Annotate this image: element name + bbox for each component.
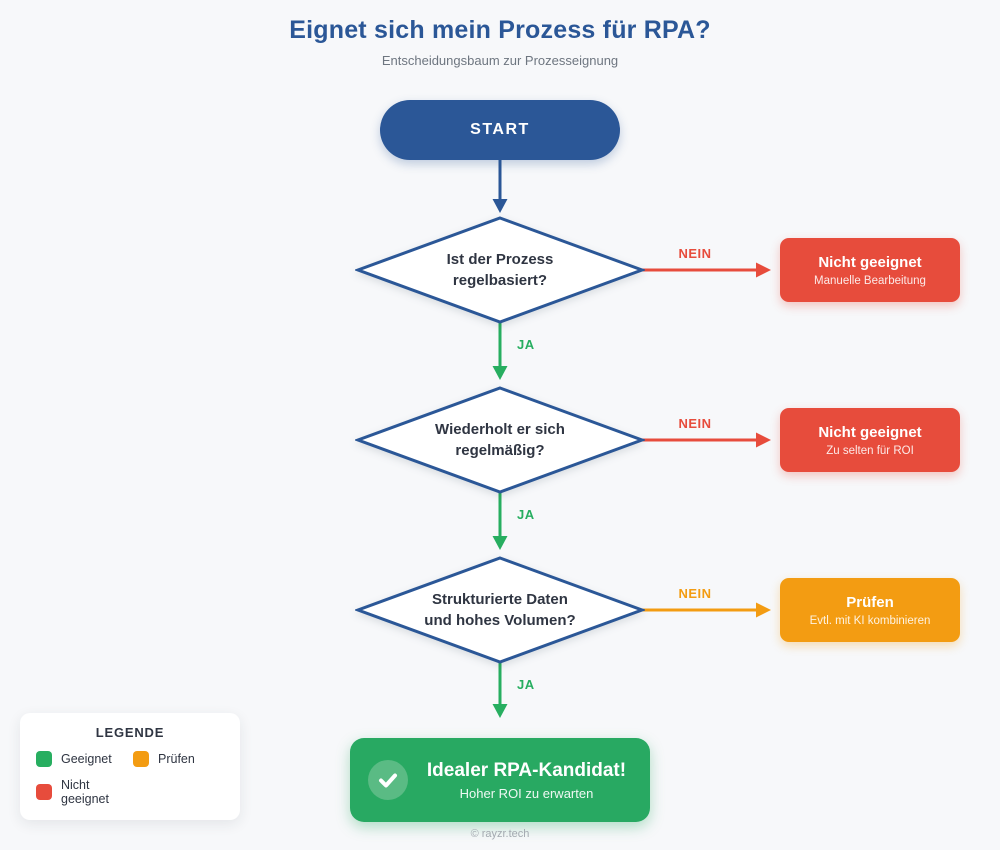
red-swatch-icon — [36, 784, 52, 800]
result-title: Idealer RPA-Kandidat! — [426, 759, 627, 781]
legend-label: Nicht geeignet — [61, 778, 109, 806]
start-label: START — [470, 121, 530, 138]
outcome-title: Nicht geeignet — [818, 423, 922, 441]
green-swatch-icon — [36, 751, 52, 767]
legend-item-nicht-geeignet: Nicht geeignet — [36, 778, 133, 806]
decision-1-diamond: Ist der Prozess regelbasiert? — [353, 215, 647, 325]
decision-1-outcome-box: Nicht geeignet Manuelle Bearbeitung — [780, 238, 960, 302]
decision-1-no-label: NEIN — [678, 246, 712, 261]
decision-1-yes-label: JA — [517, 337, 535, 352]
outcome-subtitle: Evtl. mit KI kombinieren — [809, 614, 931, 627]
decision-3-yes-label: JA — [517, 677, 535, 692]
legend-item-geeignet: Geeignet — [36, 751, 133, 767]
decision-2-no-label: NEIN — [678, 416, 712, 431]
orange-swatch-icon — [133, 751, 149, 767]
page-title: Eignet sich mein Prozess für RPA? — [289, 16, 711, 44]
decision-2-yes-label: JA — [517, 507, 535, 522]
footer-credit: © rayzr.tech — [470, 828, 530, 840]
check-icon — [368, 760, 408, 800]
result-text: Idealer RPA-Kandidat! Hoher ROI zu erwar… — [421, 760, 632, 801]
decision-3-question: Strukturierte Daten und hohes Volumen? — [424, 591, 576, 629]
legend-label: Geeignet — [61, 752, 112, 766]
decision-3-no-label: NEIN — [678, 586, 712, 601]
header: Eignet sich mein Prozess für RPA? Entsch… — [0, 0, 1000, 68]
decision-3-diamond: Strukturierte Daten und hohes Volumen? — [353, 555, 647, 665]
decision-2-diamond: Wiederholt er sich regelmäßig? — [353, 385, 647, 495]
outcome-subtitle: Zu selten für ROI — [826, 444, 914, 457]
outcome-title: Prüfen — [846, 593, 894, 611]
legend-label: Prüfen — [158, 752, 195, 766]
legend-item-pruefen: Prüfen — [133, 751, 224, 767]
result-box: Idealer RPA-Kandidat! Hoher ROI zu erwar… — [350, 738, 650, 822]
decision-3-outcome-box: Prüfen Evtl. mit KI kombinieren — [780, 578, 960, 642]
start-node: START — [380, 100, 620, 160]
result-subtitle: Hoher ROI zu erwarten — [459, 785, 594, 801]
decision-1-question: Ist der Prozess regelbasiert? — [446, 251, 554, 289]
outcome-title: Nicht geeignet — [818, 253, 922, 271]
outcome-subtitle: Manuelle Bearbeitung — [814, 274, 926, 287]
legend-title: LEGENDE — [95, 725, 165, 740]
decision-2-outcome-box: Nicht geeignet Zu selten für ROI — [780, 408, 960, 472]
legend-grid: Geeignet Prüfen Nicht geeignet — [36, 751, 224, 806]
page-subtitle: Entscheidungsbaum zur Prozesseignung — [381, 53, 619, 68]
decision-2-question: Wiederholt er sich regelmäßig? — [435, 421, 565, 459]
legend-card: LEGENDE Geeignet Prüfen Nicht geeignet — [20, 713, 240, 820]
